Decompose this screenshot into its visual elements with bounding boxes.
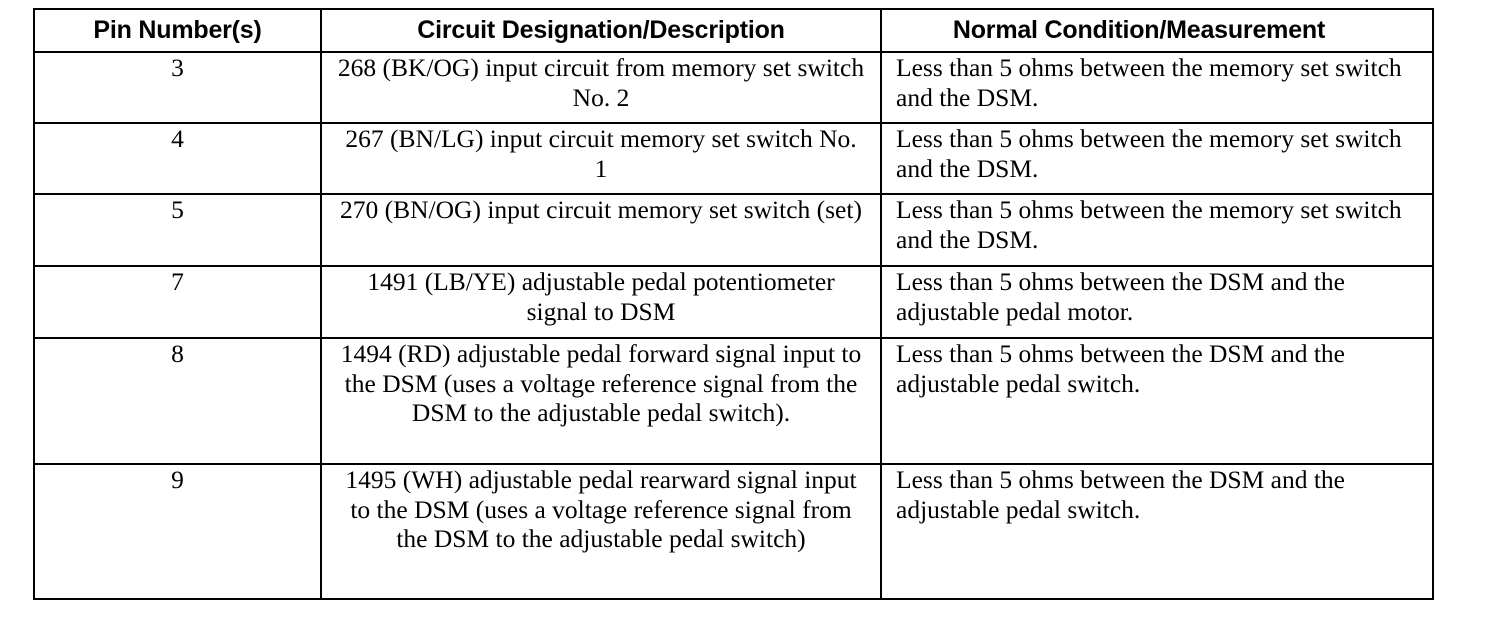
table-row: 8 1494 (RD) adjustable pedal forward sig… — [33, 337, 1434, 465]
table-header-row: Pin Number(s) Circuit Designation/Descri… — [33, 8, 1434, 53]
cell-pin-number: 7 — [33, 265, 322, 339]
cell-normal-condition: Less than 5 ohms between the DSM and the… — [880, 463, 1434, 600]
cell-pin-number: 8 — [33, 337, 322, 465]
table-row: 7 1491 (LB/YE) adjustable pedal potentio… — [33, 265, 1434, 339]
table-row: 3 268 (BK/OG) input circuit from memory … — [33, 51, 1434, 124]
table-row: 4 267 (BN/LG) input circuit memory set s… — [33, 122, 1434, 195]
cell-normal-condition: Less than 5 ohms between the memory set … — [880, 193, 1434, 267]
table-header: Pin Number(s) Circuit Designation/Descri… — [33, 8, 1434, 53]
cell-circuit-description: 1494 (RD) adjustable pedal forward signa… — [320, 337, 882, 465]
cell-circuit-description: 270 (BN/OG) input circuit memory set swi… — [320, 193, 882, 267]
cell-pin-number: 4 — [33, 122, 322, 195]
cell-circuit-description: 268 (BK/OG) input circuit from memory se… — [320, 51, 882, 124]
table-row: 9 1495 (WH) adjustable pedal rearward si… — [33, 463, 1434, 600]
cell-normal-condition: Less than 5 ohms between the memory set … — [880, 51, 1434, 124]
table-body: 3 268 (BK/OG) input circuit from memory … — [33, 51, 1434, 600]
column-header-normal-condition: Normal Condition/Measurement — [880, 8, 1434, 53]
cell-pin-number: 9 — [33, 463, 322, 600]
cell-circuit-description: 267 (BN/LG) input circuit memory set swi… — [320, 122, 882, 195]
column-header-circuit-designation: Circuit Designation/Description — [320, 8, 882, 53]
table-row: 5 270 (BN/OG) input circuit memory set s… — [33, 193, 1434, 267]
cell-circuit-description: 1491 (LB/YE) adjustable pedal potentiome… — [320, 265, 882, 339]
cell-normal-condition: Less than 5 ohms between the DSM and the… — [880, 337, 1434, 465]
cell-normal-condition: Less than 5 ohms between the DSM and the… — [880, 265, 1434, 339]
cell-pin-number: 5 — [33, 193, 322, 267]
column-header-pin-number: Pin Number(s) — [33, 8, 322, 53]
pin-specification-table: Pin Number(s) Circuit Designation/Descri… — [33, 8, 1434, 600]
cell-pin-number: 3 — [33, 51, 322, 124]
cell-normal-condition: Less than 5 ohms between the memory set … — [880, 122, 1434, 195]
cell-circuit-description: 1495 (WH) adjustable pedal rearward sign… — [320, 463, 882, 600]
